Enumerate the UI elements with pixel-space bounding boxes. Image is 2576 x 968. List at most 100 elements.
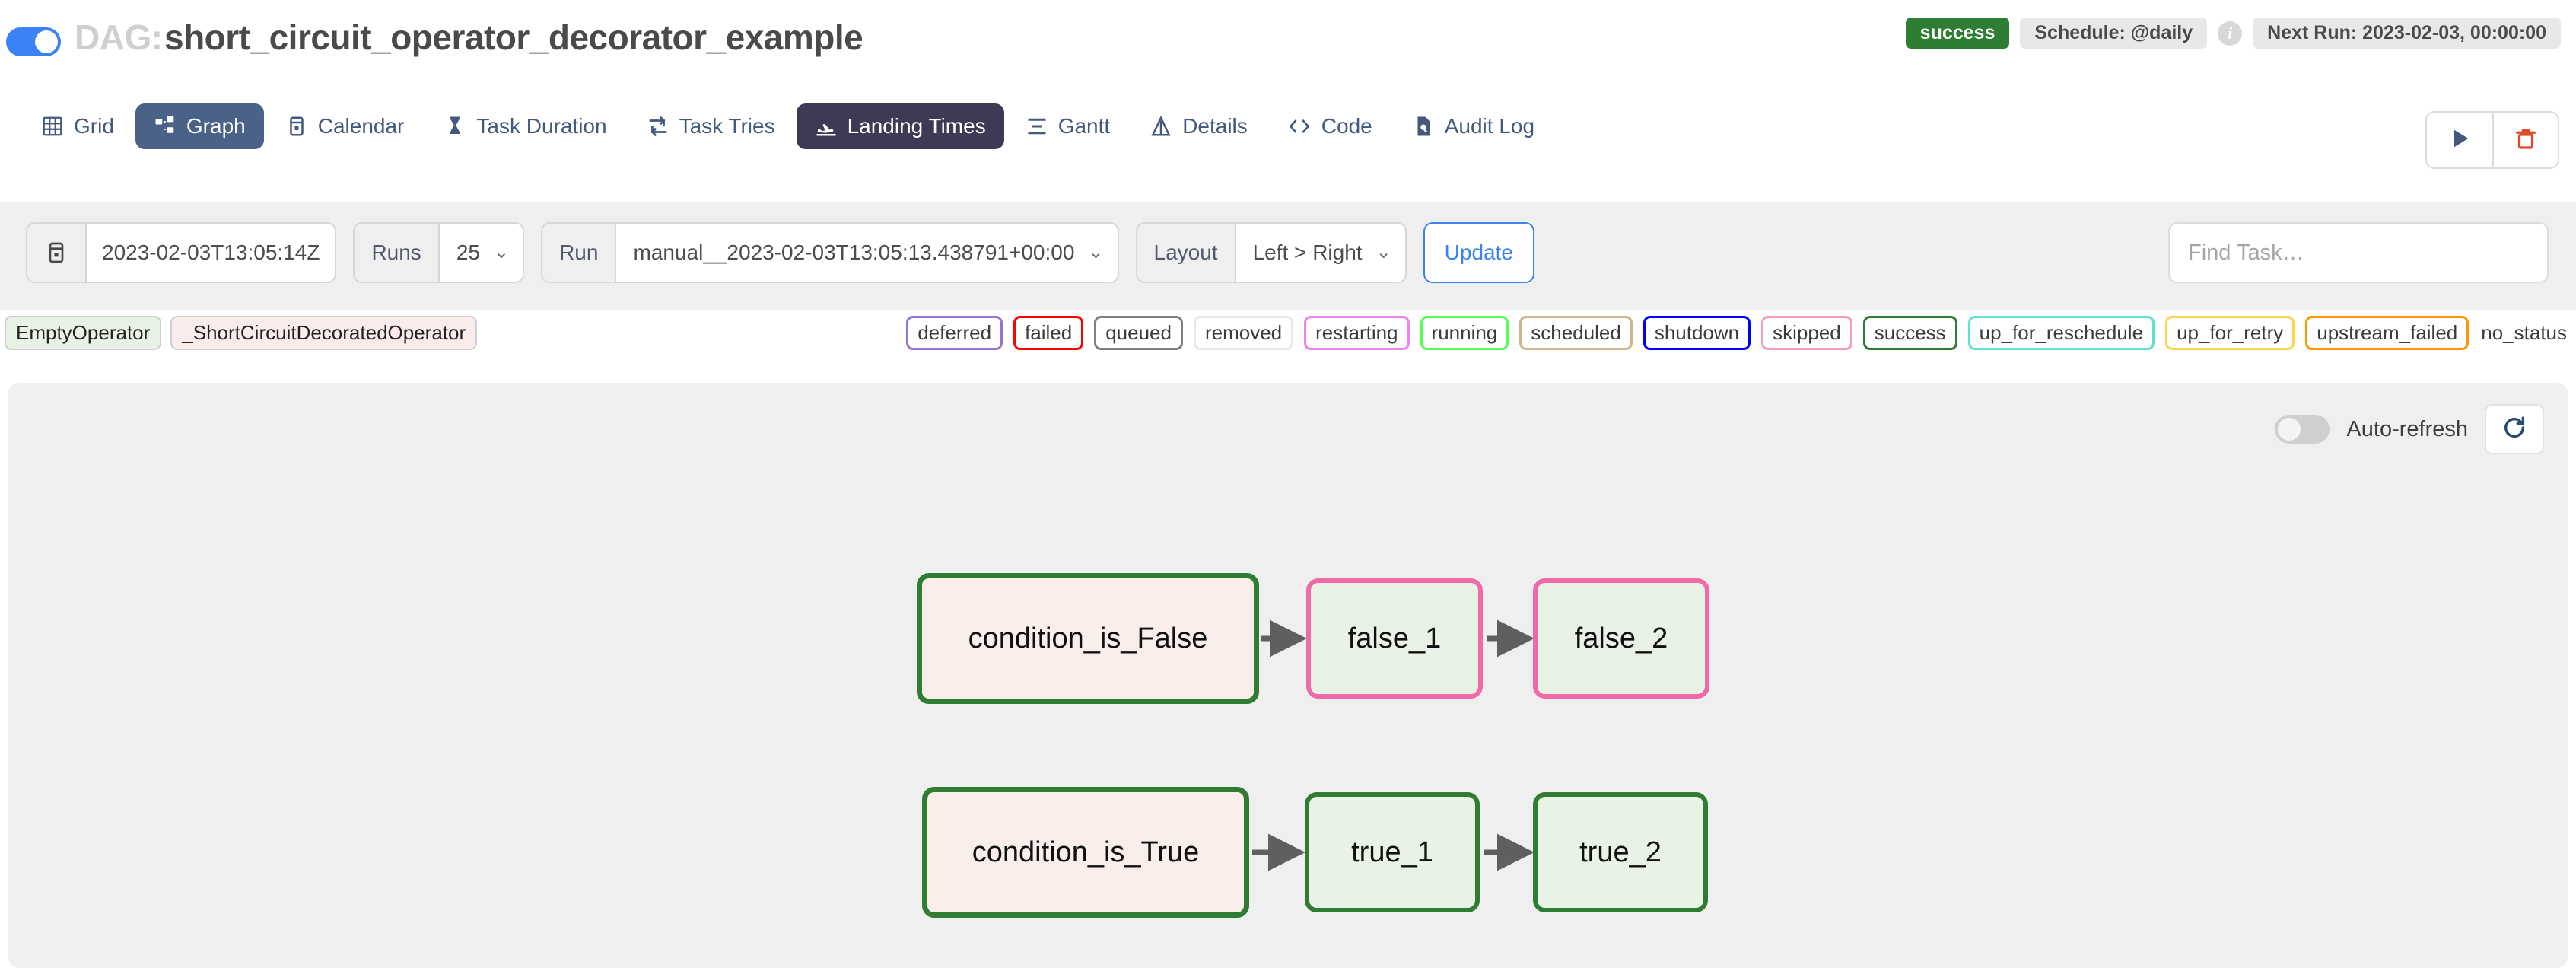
status-chip-shutdown[interactable]: shutdown [1643, 316, 1751, 350]
update-button[interactable]: Update [1423, 222, 1534, 283]
next-run-badge: Next Run: 2023-02-03, 00:00:00 [2253, 18, 2561, 49]
page-header: DAG: short_circuit_operator_decorator_ex… [0, 0, 2576, 84]
status-chip-no-status[interactable]: no_status [2481, 321, 2567, 344]
auto-refresh-row: Auto-refresh [2275, 404, 2544, 454]
toggle-knob [35, 30, 58, 53]
chevron-down-icon: ⌄ [1088, 242, 1104, 263]
dag-pause-toggle[interactable] [6, 27, 61, 56]
status-chip-removed[interactable]: removed [1193, 316, 1294, 350]
tab-code[interactable]: Code [1269, 103, 1391, 149]
view-tabbar: Grid Graph [0, 97, 2576, 186]
status-chip-running[interactable]: running [1420, 316, 1509, 350]
tab-landing-times[interactable]: Landing Times [796, 103, 1004, 149]
tab-audit-log[interactable]: Audit Log [1394, 103, 1553, 149]
runs-label: Runs [355, 224, 438, 282]
retry-icon [647, 115, 669, 138]
refresh-icon [2501, 415, 2527, 444]
layout-group: Layout Left > Right ⌄ [1135, 222, 1407, 283]
layout-select-value: Left > Right [1252, 240, 1363, 264]
status-chip-up-for-reschedule[interactable]: up_for_reschedule [1967, 316, 2155, 350]
layout-select[interactable]: Left > Right ⌄ [1234, 224, 1405, 282]
dag-status-badge: success [1905, 18, 2010, 49]
status-chip-skipped[interactable]: skipped [1761, 316, 1852, 350]
tab-grid[interactable]: Grid [23, 103, 132, 149]
tab-gantt[interactable]: Gantt [1007, 103, 1128, 149]
gantt-icon [1026, 115, 1048, 138]
tab-graph[interactable]: Graph [135, 103, 264, 149]
status-chip-queued[interactable]: queued [1094, 316, 1183, 350]
task-node-condition-is-true[interactable]: condition_is_True [922, 787, 1249, 918]
status-chip-failed[interactable]: failed [1013, 316, 1084, 350]
landing-plane-icon [815, 115, 838, 138]
task-node-true-1[interactable]: true_1 [1305, 792, 1480, 912]
auto-refresh-toggle[interactable] [2275, 415, 2330, 444]
tab-landing-times-label: Landing Times [847, 114, 986, 138]
details-icon [1150, 115, 1172, 138]
tab-task-duration-label: Task Duration [476, 114, 607, 138]
page-title: short_circuit_operator_decorator_example [164, 18, 863, 57]
base-date-input[interactable]: 2023-02-03T13:05:14Z [85, 224, 336, 282]
grid-icon [41, 115, 64, 138]
runs-group: Runs 25 ⌄ [353, 222, 525, 283]
header-status-group: success Schedule: @daily i Next Run: 202… [1905, 18, 2561, 49]
dag-action-buttons [2425, 111, 2559, 169]
chevron-down-icon: ⌄ [493, 242, 510, 263]
tab-gantt-label: Gantt [1057, 114, 1111, 138]
hourglass-icon [444, 115, 466, 138]
base-date-group: 2023-02-03T13:05:14Z [26, 222, 337, 283]
status-chip-up-for-retry[interactable]: up_for_retry [2165, 316, 2295, 350]
graph-nodes: condition_is_False false_1 false_2 condi… [8, 383, 2568, 968]
run-select-value: manual__2023-02-03T13:05:13.438791+00:00 [633, 240, 1075, 264]
status-chip-restarting[interactable]: restarting [1304, 316, 1410, 350]
refresh-button[interactable] [2485, 404, 2544, 454]
task-node-false-2[interactable]: false_2 [1533, 578, 1709, 699]
layout-label: Layout [1137, 224, 1235, 282]
tab-graph-label: Graph [186, 114, 246, 138]
status-legend: deferred failed queued removed restartin… [906, 316, 2568, 350]
toggle-knob [2278, 418, 2301, 441]
calendar-icon [285, 115, 308, 138]
tab-code-label: Code [1321, 114, 1372, 138]
tab-task-duration[interactable]: Task Duration [425, 103, 625, 149]
tab-audit-log-label: Audit Log [1444, 114, 1535, 138]
operator-chip-emptyoperator[interactable]: EmptyOperator [5, 316, 162, 350]
tab-details-label: Details [1182, 114, 1248, 138]
status-chip-success[interactable]: success [1862, 316, 1957, 350]
task-node-condition-is-false[interactable]: condition_is_False [917, 573, 1259, 704]
auto-refresh-label: Auto-refresh [2346, 416, 2468, 441]
run-select[interactable]: manual__2023-02-03T13:05:13.438791+00:00… [615, 224, 1118, 282]
status-chip-scheduled[interactable]: scheduled [1519, 316, 1633, 350]
run-label: Run [542, 224, 615, 282]
delete-dag-button[interactable] [2492, 113, 2558, 167]
graph-icon [154, 115, 177, 138]
info-icon[interactable]: i [2218, 21, 2243, 46]
status-chip-upstream-failed[interactable]: upstream_failed [2305, 316, 2469, 350]
operator-chip-shortcircuitdecoratedoperator[interactable]: _ShortCircuitDecoratedOperator [170, 316, 478, 350]
filter-toolbar: 2023-02-03T13:05:14Z Runs 25 ⌄ Run manua… [0, 202, 2576, 310]
tab-calendar[interactable]: Calendar [267, 103, 423, 149]
tab-grid-label: Grid [74, 114, 114, 138]
tab-calendar-label: Calendar [317, 114, 405, 138]
task-node-true-2[interactable]: true_2 [1533, 792, 1708, 912]
runs-select[interactable]: 25 ⌄ [437, 224, 523, 282]
trash-icon [2513, 126, 2539, 155]
graph-canvas[interactable]: Auto-refresh condition_is_False [8, 383, 2568, 968]
find-task-input[interactable]: Find Task… [2168, 222, 2549, 283]
tab-task-tries[interactable]: Task Tries [628, 103, 793, 149]
schedule-badge[interactable]: Schedule: @daily [2020, 18, 2208, 49]
tab-details[interactable]: Details [1131, 103, 1266, 149]
legend-bar: EmptyOperator _ShortCircuitDecoratedOper… [0, 312, 2576, 359]
tab-task-tries-label: Task Tries [679, 114, 775, 138]
operator-legend: EmptyOperator _ShortCircuitDecoratedOper… [5, 316, 478, 350]
runs-select-value: 25 [456, 240, 480, 264]
run-group: Run manual__2023-02-03T13:05:13.438791+0… [541, 222, 1119, 283]
task-node-false-1[interactable]: false_1 [1306, 578, 1483, 699]
find-task-placeholder: Find Task… [2188, 240, 2304, 265]
code-icon [1287, 115, 1312, 138]
trigger-dag-button[interactable] [2427, 113, 2492, 167]
calendar-icon [27, 224, 85, 282]
chevron-down-icon: ⌄ [1375, 242, 1391, 263]
filter-controls: 2023-02-03T13:05:14Z Runs 25 ⌄ Run manua… [26, 222, 1534, 283]
status-chip-deferred[interactable]: deferred [906, 316, 1003, 350]
